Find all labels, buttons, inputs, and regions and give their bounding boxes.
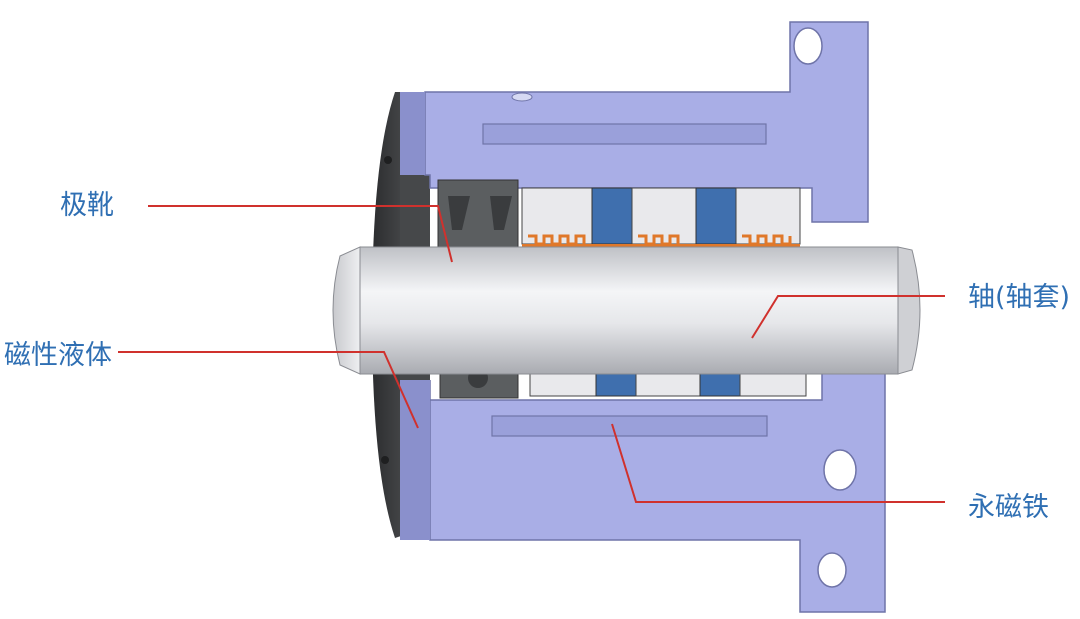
leader-magnet (611, 423, 945, 503)
upper-seal-stack (437, 179, 801, 250)
label-permanent-magnet: 永磁铁 (968, 492, 1049, 523)
leader-magnetic-fluid (118, 351, 419, 429)
leader-lines (118, 205, 945, 503)
label-pole-shoe: 极靴 (60, 190, 114, 221)
label-magnetic-fluid: 磁性液体 (4, 340, 112, 371)
leader-shaft (751, 295, 945, 339)
label-shaft: 轴(轴套) (968, 282, 1071, 313)
lower-housing (400, 371, 886, 613)
upper-housing (400, 21, 869, 223)
leader-pole-shoe (148, 205, 453, 263)
shaft (332, 246, 921, 375)
